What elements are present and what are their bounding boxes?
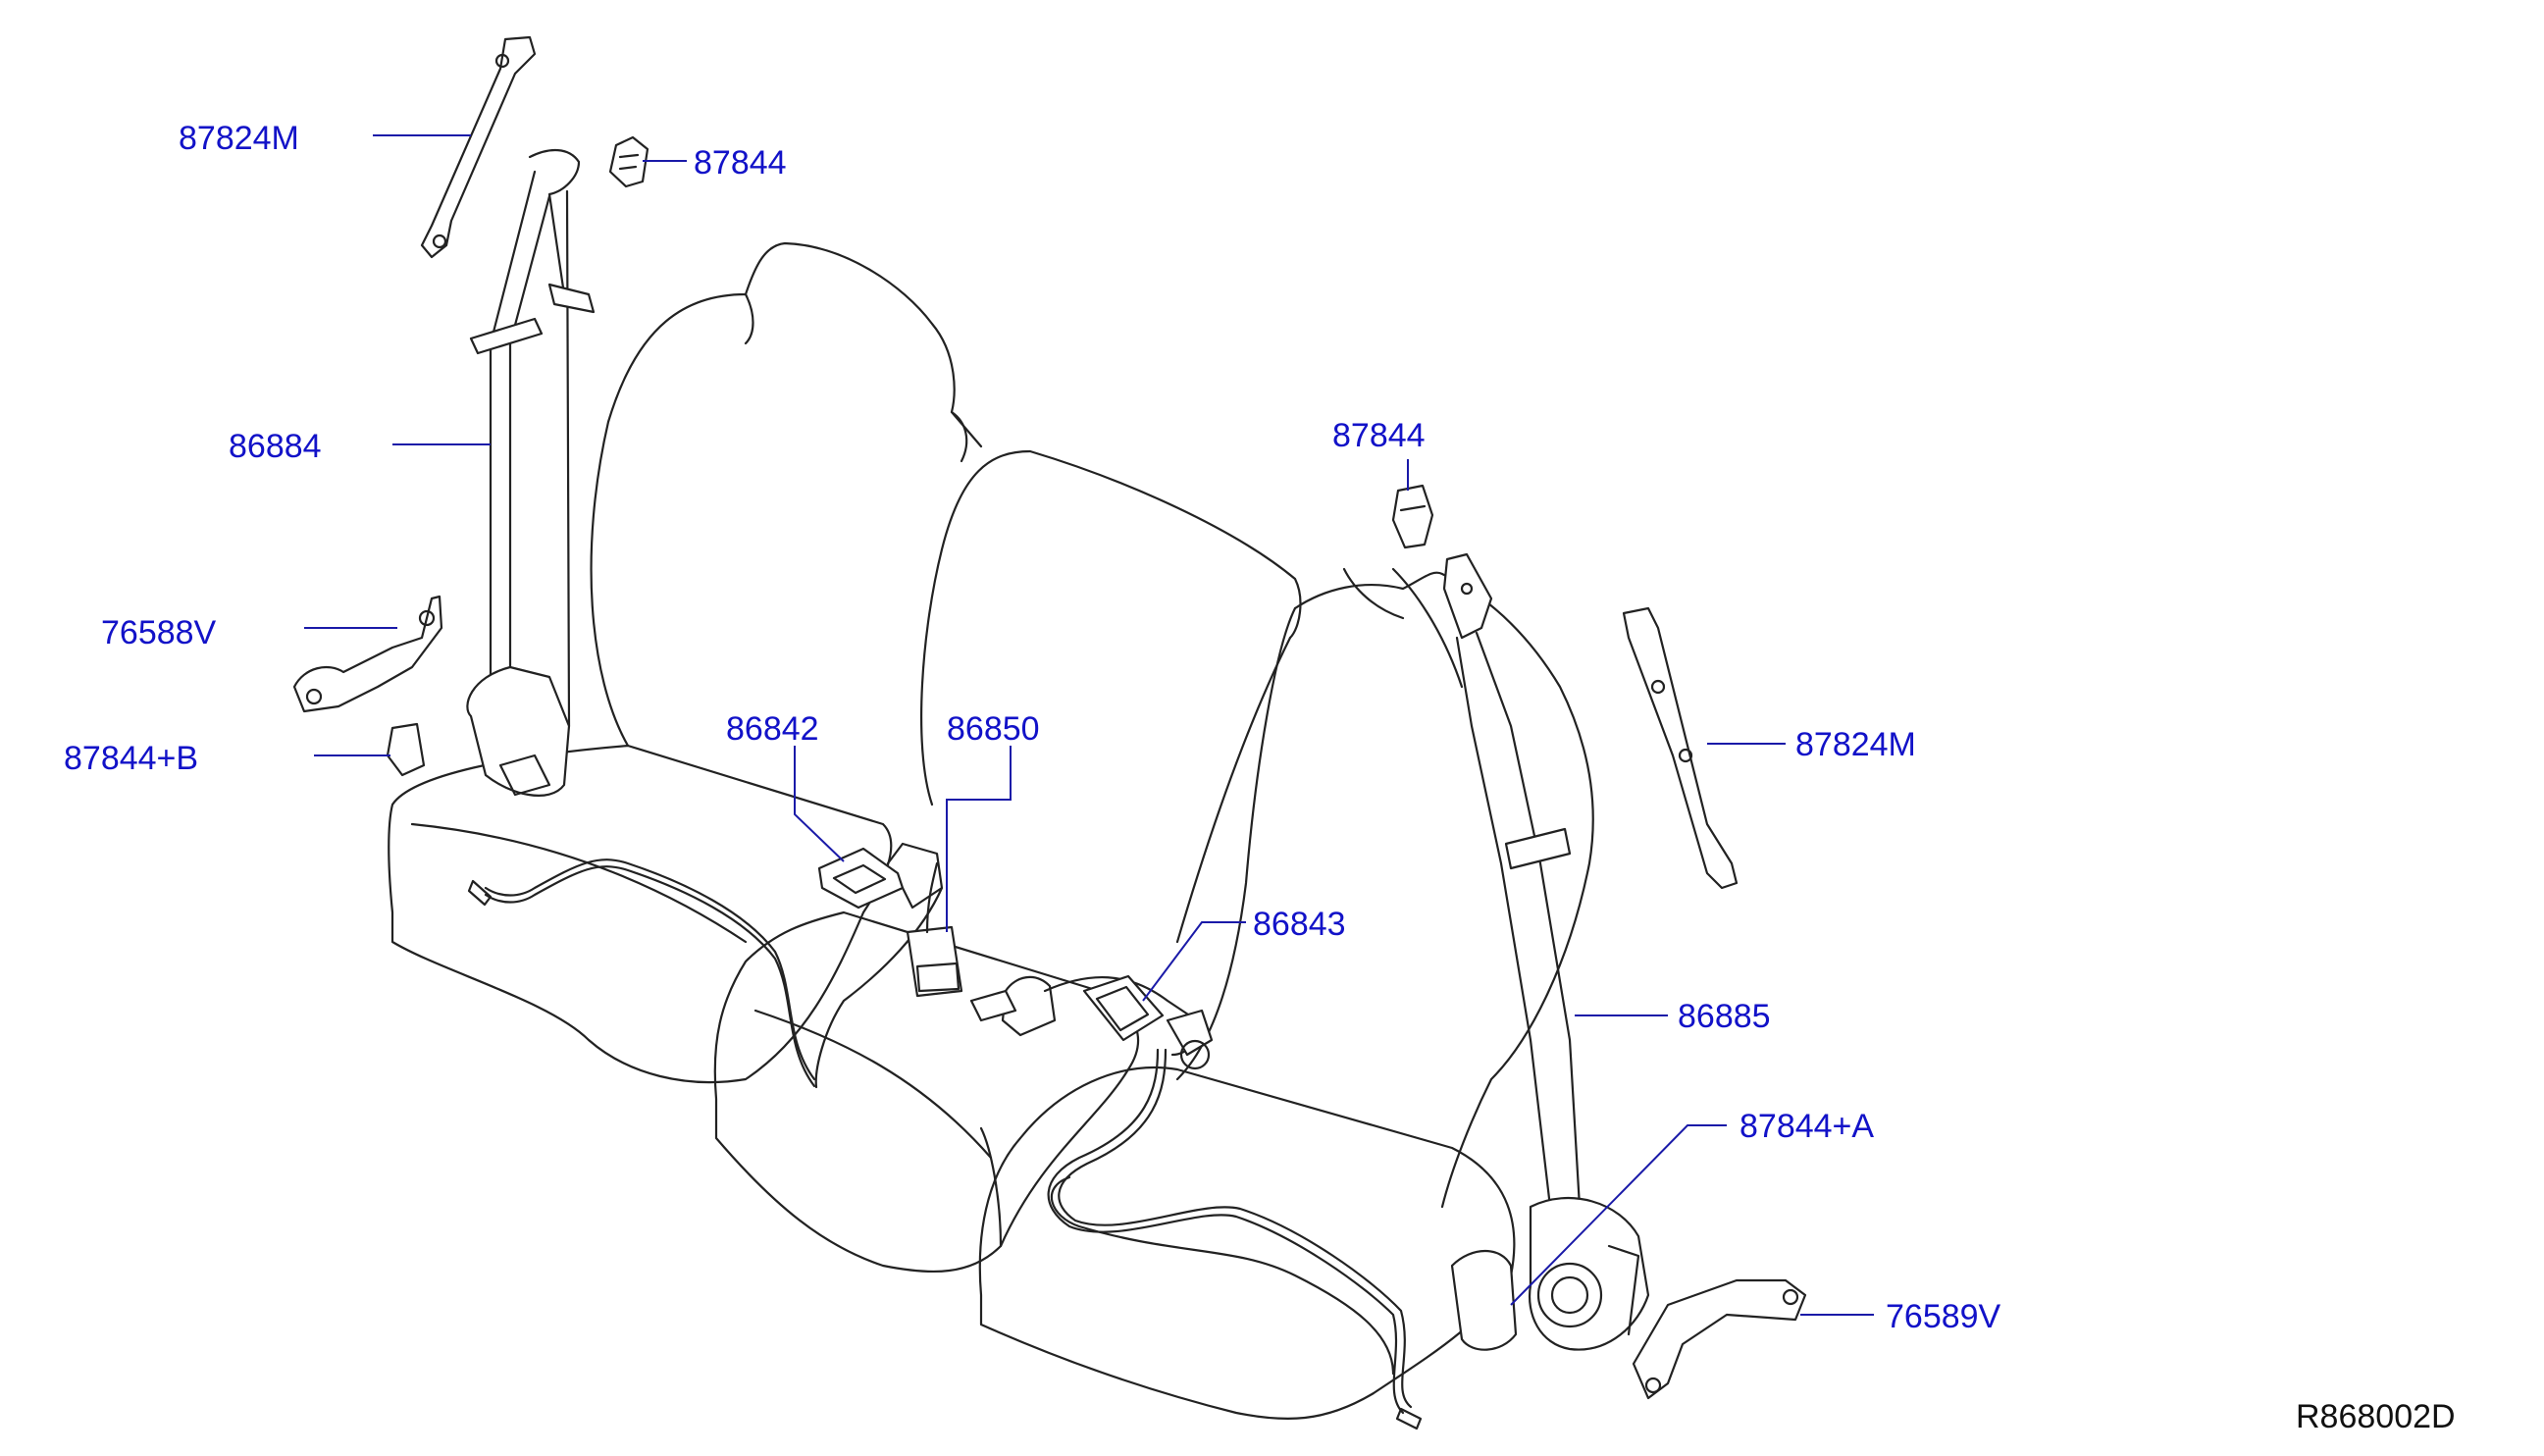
bracket-left-76588v — [292, 595, 443, 713]
rail-right-87824m — [1622, 606, 1739, 890]
label-cover-left-bottom: 87844+B — [64, 740, 198, 777]
cover-left-bottom-87844b — [386, 722, 426, 777]
label-buckle-left: 86842 — [726, 710, 819, 748]
label-cover-right-bottom: 87844+A — [1739, 1108, 1874, 1145]
cover-right-bottom-87844a — [1450, 1250, 1518, 1351]
seat-left-cushion — [388, 744, 893, 1084]
label-buckle-right: 86843 — [1253, 906, 1346, 943]
reference-code: R868002D — [2296, 1398, 2456, 1435]
label-bracket-right: 76589V — [1886, 1298, 2001, 1335]
harness-wire-right — [1047, 1048, 1423, 1430]
label-rail-left: 87824M — [179, 120, 299, 157]
label-cover-right-top: 87844 — [1332, 417, 1426, 454]
leader-cover-right-bottom — [1510, 1124, 1727, 1306]
seat-right-cushion — [978, 1066, 1516, 1421]
harness-wire-left — [467, 858, 816, 1088]
leader-buckle-left — [794, 746, 845, 862]
label-buckle-center: 86850 — [947, 710, 1040, 748]
seat-center-cushion — [713, 910, 1140, 1274]
cover-right-top-87844 — [1391, 484, 1434, 549]
callout-labels: 87824M 87844 86884 76588V 87844+B 86842 … — [64, 120, 2456, 1435]
label-belt-right: 86885 — [1678, 998, 1771, 1035]
cover-left-top-87844 — [608, 135, 649, 188]
label-cover-left-top: 87844 — [694, 144, 787, 182]
belt-left-86884 — [466, 149, 596, 797]
label-bracket-left: 76588V — [101, 614, 217, 651]
bracket-right-76589v — [1632, 1278, 1807, 1400]
seat-center-backrest — [920, 449, 1302, 944]
label-belt-left: 86884 — [229, 428, 322, 465]
buckle-center-86850 — [906, 861, 1057, 1037]
buckle-left-86842 — [814, 842, 944, 1089]
rail-left-87824m — [420, 35, 537, 259]
buckle-right-86843 — [1043, 974, 1214, 1070]
seat-right-backrest — [1175, 567, 1594, 1209]
leader-buckle-right — [1142, 921, 1246, 1002]
leader-buckle-center — [946, 746, 1012, 932]
leader-lines — [304, 134, 1874, 1316]
seat-left-backrest — [590, 241, 983, 748]
belt-right-86885 — [1442, 552, 1650, 1351]
label-rail-right: 87824M — [1795, 726, 1916, 763]
